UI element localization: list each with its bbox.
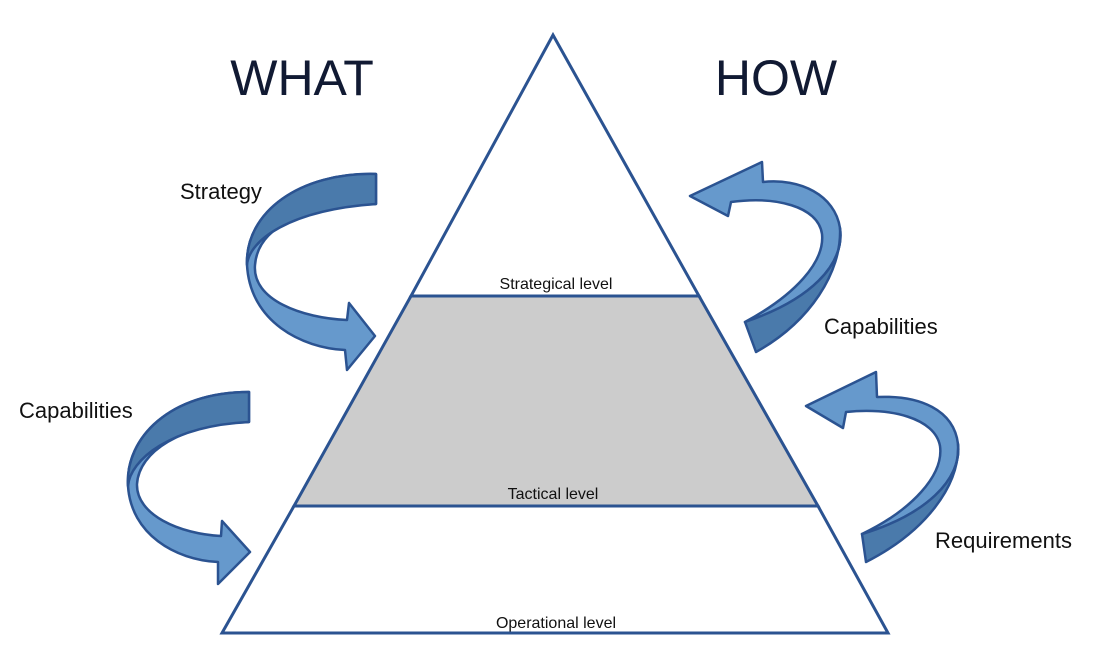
strategy-label: Strategy bbox=[180, 179, 262, 204]
requirements-arrow bbox=[804, 370, 960, 564]
requirements-label: Requirements bbox=[935, 528, 1072, 553]
operational-band bbox=[219, 504, 891, 635]
strategical-band bbox=[408, 31, 702, 298]
capabilities-left-label: Capabilities bbox=[19, 398, 133, 423]
how-heading: HOW bbox=[715, 50, 838, 106]
capabilities-right-arrow bbox=[688, 160, 842, 354]
strategical-level-label: Strategical level bbox=[500, 276, 613, 293]
strategy-arrow bbox=[245, 172, 378, 372]
tactical-level-label: Tactical level bbox=[508, 486, 599, 503]
operational-level-label: Operational level bbox=[496, 615, 616, 632]
tactical-band bbox=[291, 294, 821, 508]
capabilities-left-arrow bbox=[126, 390, 252, 586]
what-heading: WHAT bbox=[230, 50, 373, 106]
capabilities-right-label: Capabilities bbox=[824, 314, 938, 339]
